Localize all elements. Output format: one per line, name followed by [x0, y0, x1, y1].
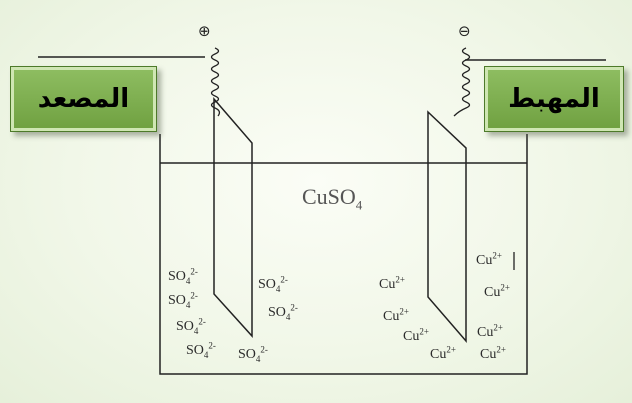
- cathode-plate: [427, 110, 467, 344]
- positive-terminal-symbol: ⊕: [198, 22, 211, 40]
- anode-plate: [213, 96, 253, 338]
- copper-ion: Cu2+: [383, 306, 409, 324]
- copper-ion: Cu2+: [379, 274, 405, 292]
- sulfate-ion: SO42-: [238, 344, 268, 364]
- anode-label: المصعد: [37, 84, 130, 114]
- solution-formula: CuSO4: [302, 184, 363, 213]
- sulfate-ion: SO42-: [186, 340, 216, 360]
- sulfate-ion: SO42-: [268, 302, 298, 322]
- cathode-label: المهبط: [508, 84, 600, 114]
- sulfate-ion: SO42-: [176, 316, 206, 336]
- beaker: [159, 134, 528, 375]
- anode-label-box: المصعد: [10, 66, 157, 132]
- copper-ion: Cu2+: [430, 344, 456, 362]
- copper-ion: Cu2+: [403, 326, 429, 344]
- copper-ion: Cu2+: [484, 282, 510, 300]
- sulfate-ion: SO42-: [258, 274, 288, 294]
- negative-terminal-symbol: ⊖: [458, 22, 471, 40]
- sulfate-ion: SO42-: [168, 290, 198, 310]
- copper-ion: Cu2+: [477, 322, 503, 340]
- copper-ion: Cu2+: [476, 250, 502, 268]
- anode-coil-lead: [210, 47, 221, 117]
- cathode-coil-lead: [453, 47, 471, 117]
- sulfate-ion: SO42-: [168, 266, 198, 286]
- copper-ion: Cu2+: [480, 344, 506, 362]
- cathode-label-box: المهبط: [484, 66, 624, 132]
